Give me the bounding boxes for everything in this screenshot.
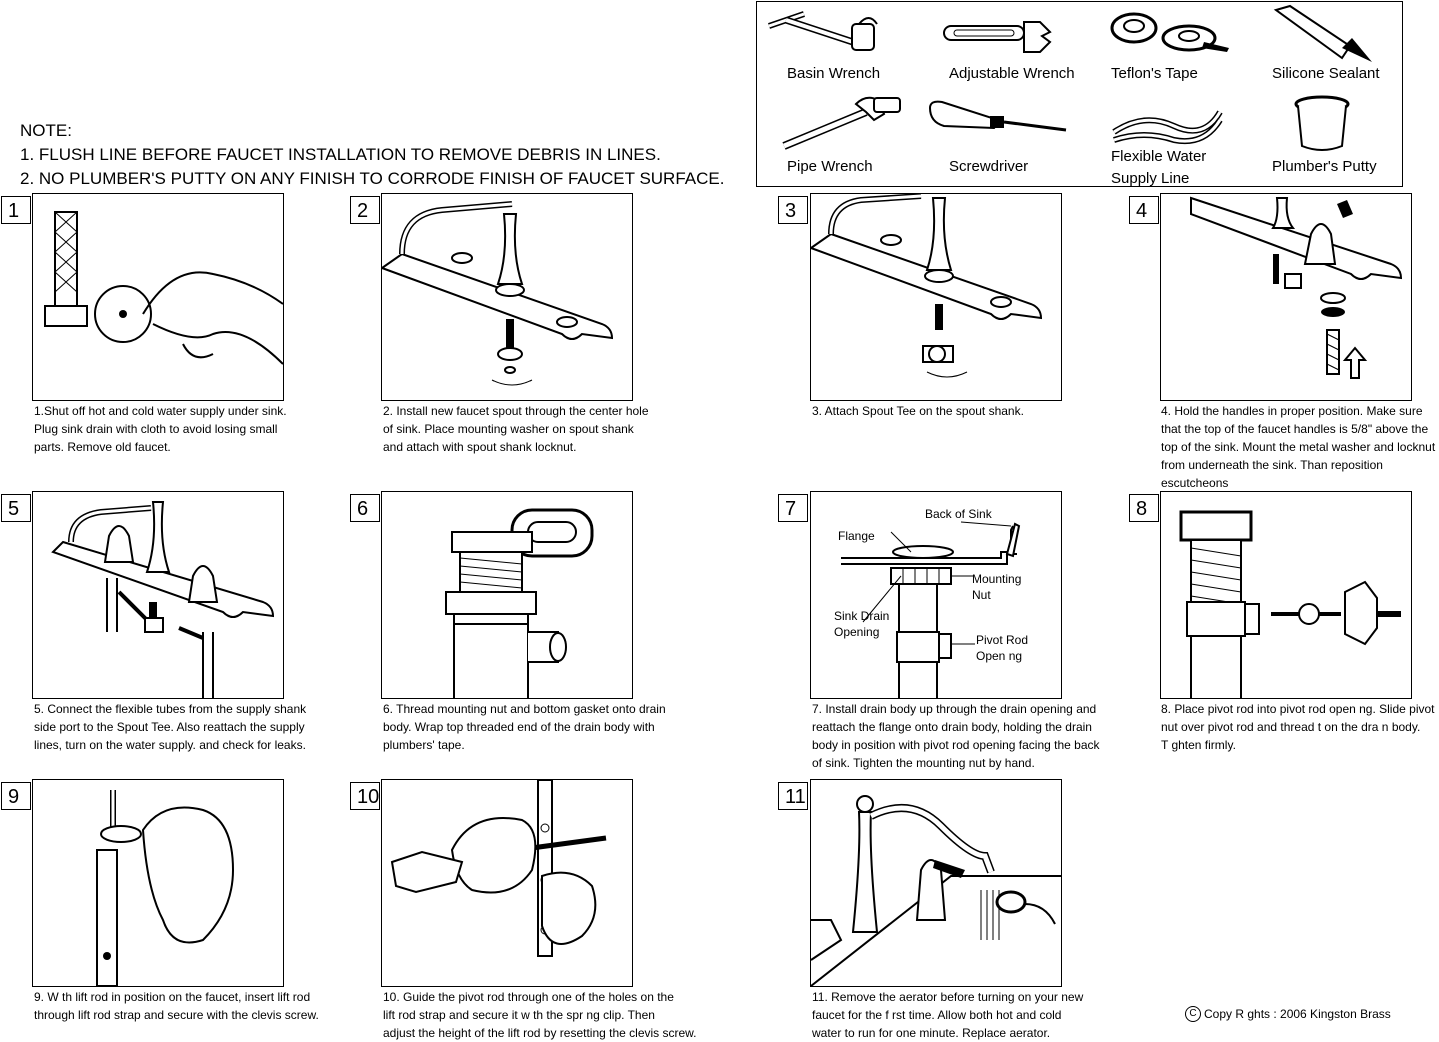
step-7-illustration (810, 491, 1062, 699)
step-8-caption: 8. Place pivot rod into pivot rod open n… (1161, 702, 1435, 752)
step-number-3: 3 (778, 196, 808, 224)
note-line-1: 1. FLUSH LINE BEFORE FAUCET INSTALLATION… (20, 145, 661, 164)
note-line-2: 2. NO PLUMBER'S PUTTY ON ANY FINISH TO C… (20, 169, 725, 188)
flexible-supply-line-icon (1112, 110, 1223, 144)
tools-panel (756, 1, 1403, 187)
step-3-caption: 3. Attach Spout Tee on the spout shank. (812, 404, 1024, 418)
tool-label-pipe-wrench: Pipe Wrench (787, 158, 873, 175)
adjustable-wrench-icon (943, 21, 1052, 53)
step-10-caption: 10. Guide the pivot rod through one of t… (383, 990, 697, 1040)
step-9-illustration (32, 779, 284, 987)
step-1-illustration (32, 193, 284, 401)
label-mounting-nut: Mounting Nut (972, 572, 1022, 602)
pipe-wrench-icon (782, 96, 901, 150)
tool-label-screwdriver: Screwdriver (949, 158, 1029, 175)
tool-label-silicone-sealant: Silicone Sealant (1272, 65, 1380, 82)
step-6-illustration (381, 491, 633, 699)
step-6-caption: 6. Thread mounting nut and bottom gasket… (383, 702, 666, 752)
step-11-illustration (810, 779, 1062, 987)
plumbers-putty-icon (1294, 95, 1350, 151)
tool-label-adjustable-wrench: Adjustable Wrench (949, 65, 1075, 82)
teflon-tape-icon (1110, 12, 1229, 52)
step-1-caption: 1.Shut off hot and cold water supply und… (34, 404, 287, 454)
step-4-illustration (1160, 193, 1412, 401)
tool-label-flexible-water-supply-line: Flexible Water Supply Line (1111, 148, 1207, 187)
label-flange: Flange (838, 529, 875, 543)
tool-label-teflon-tape: Teflon's Tape (1111, 65, 1198, 82)
step-2-caption: 2. Install new faucet spout through the … (383, 404, 649, 454)
label-pivot-rod-opening: Pivot Rod Open ng (976, 633, 1029, 663)
step-10-illustration (381, 779, 633, 987)
step-number-10: 10 (350, 782, 380, 810)
step-number-6: 6 (350, 494, 380, 522)
step-3-illustration (810, 193, 1062, 401)
copyright: C Copy R ghts : 2006 Kingston Brass (1185, 1006, 1391, 1022)
step-number-8: 8 (1129, 494, 1159, 522)
label-back-of-sink: Back of Sink (925, 507, 992, 521)
step-5-caption: 5. Connect the flexible tubes from the s… (34, 702, 307, 752)
step-number-4: 4 (1129, 196, 1159, 224)
copyright-icon: C (1185, 1006, 1201, 1022)
installation-note: NOTE: 1. FLUSH LINE BEFORE FAUCET INSTAL… (20, 119, 724, 191)
copyright-text: Copy R ghts : 2006 Kingston Brass (1204, 1007, 1391, 1021)
tool-label-plumbers-putty: Plumber's Putty (1272, 158, 1377, 175)
step-8-illustration (1160, 491, 1412, 699)
silicone-sealant-icon (1273, 4, 1372, 62)
step-number-11: 11 (778, 782, 808, 810)
step-number-5: 5 (1, 494, 31, 522)
step-5-illustration (32, 491, 284, 699)
step-number-1: 1 (1, 196, 31, 224)
step-number-9: 9 (1, 782, 31, 810)
step-number-2: 2 (350, 196, 380, 224)
step-11-caption: 11. Remove the aerator before turning on… (812, 990, 1084, 1040)
basin-wrench-icon (768, 11, 878, 51)
label-sink-drain-opening: Sink Drain Opening (834, 609, 890, 639)
step-number-7: 7 (778, 494, 808, 522)
step-9-caption: 9. W th lift rod in position on the fauc… (34, 990, 319, 1022)
tool-label-basin-wrench: Basin Wrench (787, 65, 881, 82)
step-2-illustration (381, 193, 633, 401)
note-title: NOTE: (20, 121, 72, 140)
step-7-caption: 7. Install drain body up through the dra… (812, 702, 1100, 770)
screwdriver-icon (928, 100, 1067, 132)
